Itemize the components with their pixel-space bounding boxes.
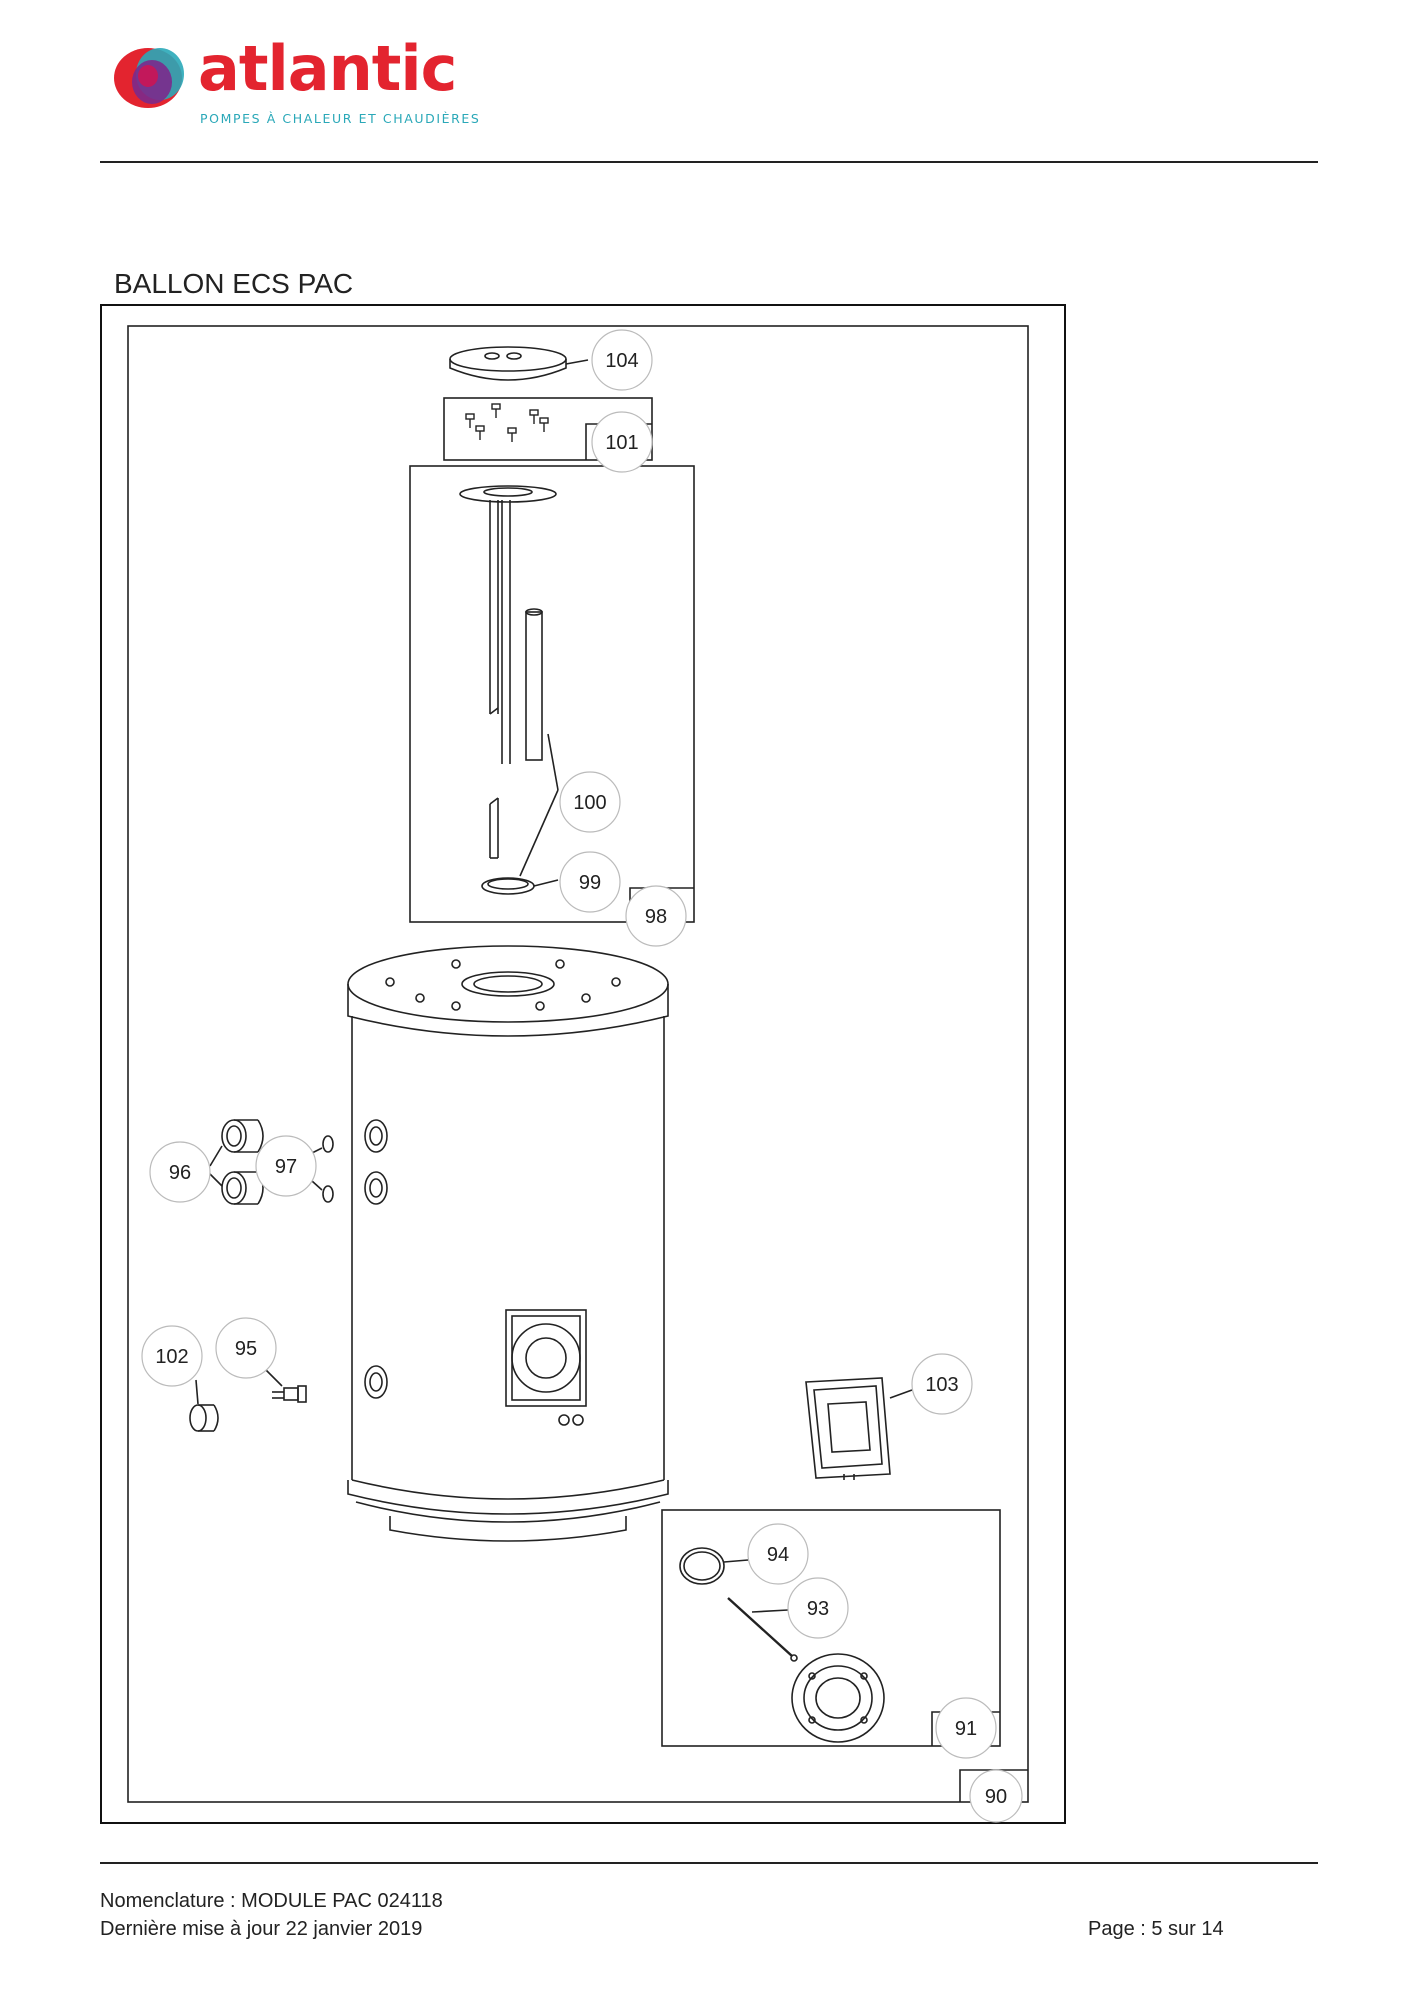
callout-93: 93 (787, 1577, 849, 1639)
tank-body (347, 945, 669, 1542)
callout-90: 90 (969, 1769, 1023, 1823)
callout-96: 96 (149, 1141, 211, 1203)
cap-102 (189, 1404, 219, 1432)
svg-text:94: 94 (767, 1544, 789, 1566)
sensor-93 (727, 1597, 798, 1662)
o-rings-97 (322, 1135, 334, 1203)
svg-text:102: 102 (155, 1346, 188, 1368)
cap-104 (449, 346, 567, 381)
seal-94 (679, 1547, 725, 1585)
callout-99: 99 (559, 851, 621, 913)
callout-104: 104 (591, 329, 653, 391)
footer-divider (100, 1862, 1318, 1864)
svg-text:90: 90 (985, 1786, 1007, 1808)
atlantic-logo (114, 48, 184, 108)
callout-98: 98 (625, 885, 687, 947)
callout-97: 97 (255, 1135, 317, 1197)
svg-text:103: 103 (925, 1374, 958, 1396)
footer-nomenclature: Nomenclature : MODULE PAC 024118 (100, 1890, 443, 1912)
svg-text:97: 97 (275, 1156, 297, 1178)
svg-text:93: 93 (807, 1598, 829, 1620)
svg-text:95: 95 (235, 1338, 257, 1360)
flange-91 (791, 1653, 885, 1743)
svg-text:98: 98 (645, 906, 667, 928)
diagram-outer-frame (100, 304, 1066, 1824)
svg-text:101: 101 (605, 432, 638, 454)
callout-100: 100 (559, 771, 621, 833)
gasket-99 (481, 877, 535, 895)
cover-103 (805, 1377, 891, 1480)
callout-101: 101 (591, 411, 653, 473)
footer-page-number: Page : 5 sur 14 (1088, 1918, 1224, 1940)
callout-91: 91 (935, 1697, 997, 1759)
svg-text:96: 96 (169, 1162, 191, 1184)
callout-103: 103 (911, 1353, 973, 1415)
sleeves-96 (221, 1119, 264, 1205)
diagram-inner-frame (127, 325, 1029, 1803)
callout-95: 95 (215, 1317, 277, 1379)
svg-text:100: 100 (573, 792, 606, 814)
exploded-parts-diagram: 104 101 100 99 98 96 97 102 95 103 94 93… (127, 325, 1029, 1823)
callout-102: 102 (141, 1325, 203, 1387)
fitting-95 (272, 1385, 307, 1403)
svg-text:99: 99 (579, 872, 601, 894)
brand-name: atlantic (198, 32, 457, 105)
box-98 (409, 465, 695, 923)
box-91 (661, 1509, 1001, 1747)
heating-element-100 (459, 485, 557, 859)
callout-94: 94 (747, 1523, 809, 1585)
header-divider (100, 161, 1318, 163)
screws-101 (465, 403, 549, 442)
section-title: BALLON ECS PAC (114, 268, 354, 299)
box-101 (443, 397, 653, 461)
svg-text:104: 104 (605, 350, 638, 372)
footer-last-update: Dernière mise à jour 22 janvier 2019 (100, 1918, 423, 1940)
svg-text:91: 91 (955, 1718, 977, 1740)
brand-tagline: POMPES À CHALEUR ET CHAUDIÈRES (200, 111, 481, 126)
